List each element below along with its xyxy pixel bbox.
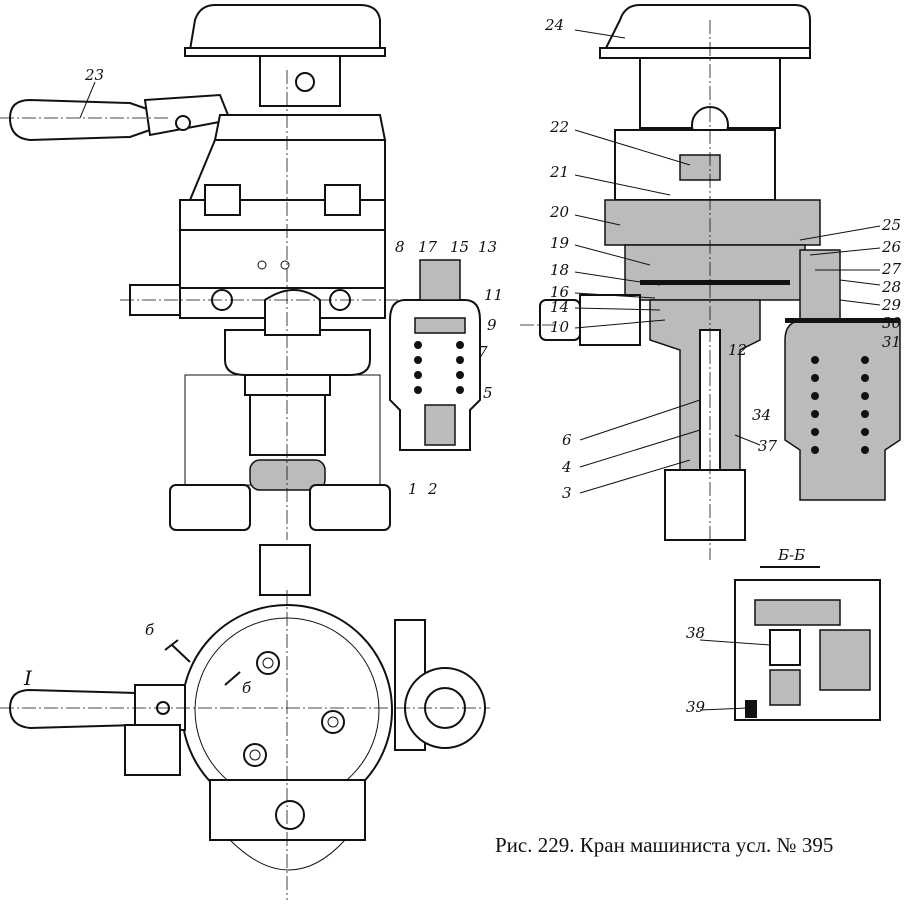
section-bb — [734, 566, 881, 721]
label-11: 11 — [484, 286, 503, 304]
section-bb-label: Б-Б — [777, 546, 805, 564]
label-1: 1 — [408, 480, 418, 498]
label-34: 34 — [752, 406, 771, 424]
label-3: 3 — [562, 484, 572, 502]
top-view — [0, 544, 490, 900]
label-7: 7 — [478, 343, 488, 361]
label-2: 2 — [427, 480, 438, 498]
label-10: 10 — [550, 318, 570, 336]
label-16: 16 — [550, 283, 570, 301]
label-26: 26 — [881, 238, 902, 256]
label-28: 28 — [881, 278, 901, 296]
label-30: 30 — [882, 314, 902, 332]
label-24: 24 — [544, 16, 564, 34]
front-view — [0, 4, 481, 540]
label-22: 22 — [549, 118, 569, 136]
label-15: 15 — [450, 238, 469, 256]
label-39: 39 — [686, 698, 706, 716]
label-23: 23 — [84, 66, 104, 84]
label-27: 27 — [881, 260, 902, 278]
label-4: 4 — [561, 458, 572, 476]
label-18: 18 — [550, 261, 569, 279]
section-view — [520, 4, 901, 560]
view-i-label: I — [23, 666, 33, 690]
leader-lines — [79, 29, 881, 711]
label-5: 5 — [483, 384, 493, 402]
label-21: 21 — [549, 163, 569, 181]
label-17: 17 — [418, 238, 438, 256]
label-19: 19 — [550, 234, 570, 252]
figure-caption: Рис. 229. Кран машиниста усл. № 395 — [495, 833, 833, 857]
label-6: 6 — [562, 431, 572, 449]
part-labels: 23 24 22 21 20 19 18 16 14 10 6 4 3 37 1… — [23, 16, 902, 857]
label-38: 38 — [686, 624, 705, 642]
label-29: 29 — [881, 296, 902, 314]
label-13: 13 — [478, 238, 497, 256]
label-12: 12 — [728, 341, 747, 359]
label-31: 31 — [882, 333, 901, 351]
label-25: 25 — [881, 216, 901, 234]
label-14: 14 — [550, 298, 569, 316]
label-8: 8 — [395, 238, 405, 256]
label-9: 9 — [487, 316, 497, 334]
section-mark-2: б — [242, 679, 252, 697]
label-37: 37 — [758, 437, 778, 455]
section-mark-1: б — [145, 621, 155, 639]
label-20: 20 — [549, 203, 570, 221]
